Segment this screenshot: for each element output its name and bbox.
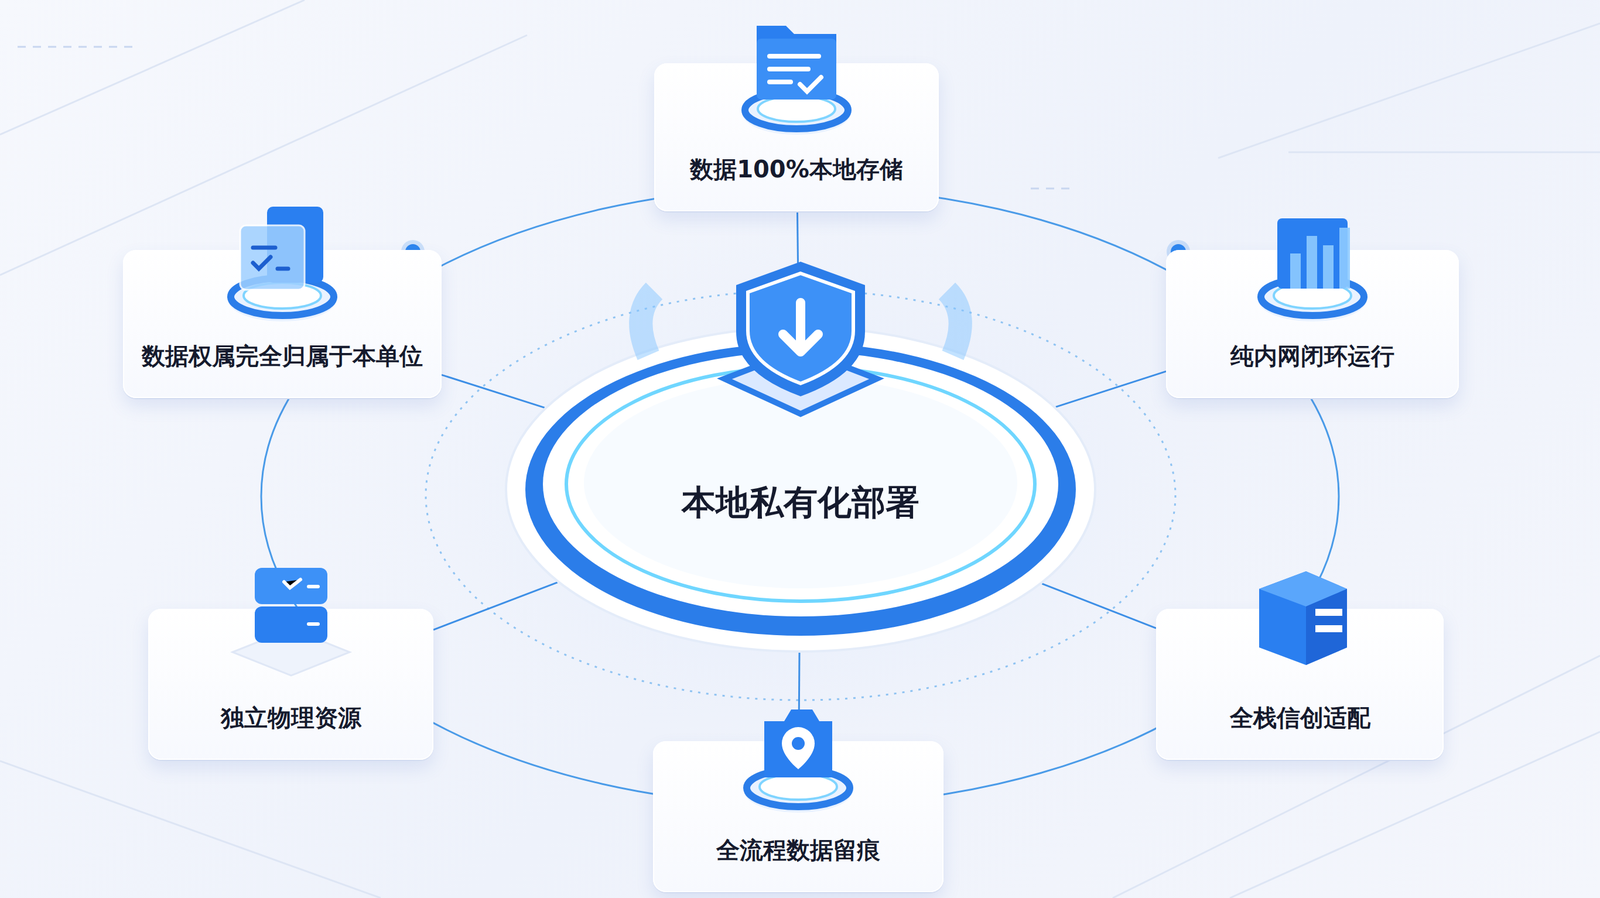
connector-dot [569,568,584,583]
connector-line [798,653,800,742]
card-icon [214,548,368,683]
connector-line [797,211,799,327]
card-icon [720,2,873,138]
feature-card: 独立物理资源 [148,609,434,761]
connector-dot [557,407,572,422]
feature-label: 数据100%本地存储 [654,155,939,184]
feature-label: 数据权属完全归属于本单位 [122,342,442,371]
connector-dot [1028,406,1044,421]
card-icon [1224,548,1377,683]
feature-card: 纯内网闭环运行 [1166,250,1459,399]
connector-dot [1015,569,1030,584]
feature-label: 纯内网闭环运行 [1166,342,1459,371]
feature-card: 全流程数据留痕 [653,741,944,893]
hub-ellipse: 本地私有化部署 [504,326,1097,654]
feature-label: 独立物理资源 [148,703,434,733]
feature-label: 全栈信创适配 [1156,703,1444,733]
connector-dot [791,335,806,350]
feature-card: 数据100%本地存储 [654,63,939,212]
connector-line [441,374,545,408]
connector-line [1055,371,1167,408]
card-icon [206,189,359,324]
hub-title: 本地私有化部署 [504,481,1097,523]
feature-card: 数据权属完全归属于本单位 [122,250,442,399]
connector-dot [792,629,807,644]
card-icon [1236,189,1389,324]
card-icon [722,680,875,816]
connector-line [433,582,558,631]
feature-label: 全流程数据留痕 [653,836,944,865]
feature-card: 全栈信创适配 [1156,609,1444,761]
connector-line [1041,583,1157,629]
